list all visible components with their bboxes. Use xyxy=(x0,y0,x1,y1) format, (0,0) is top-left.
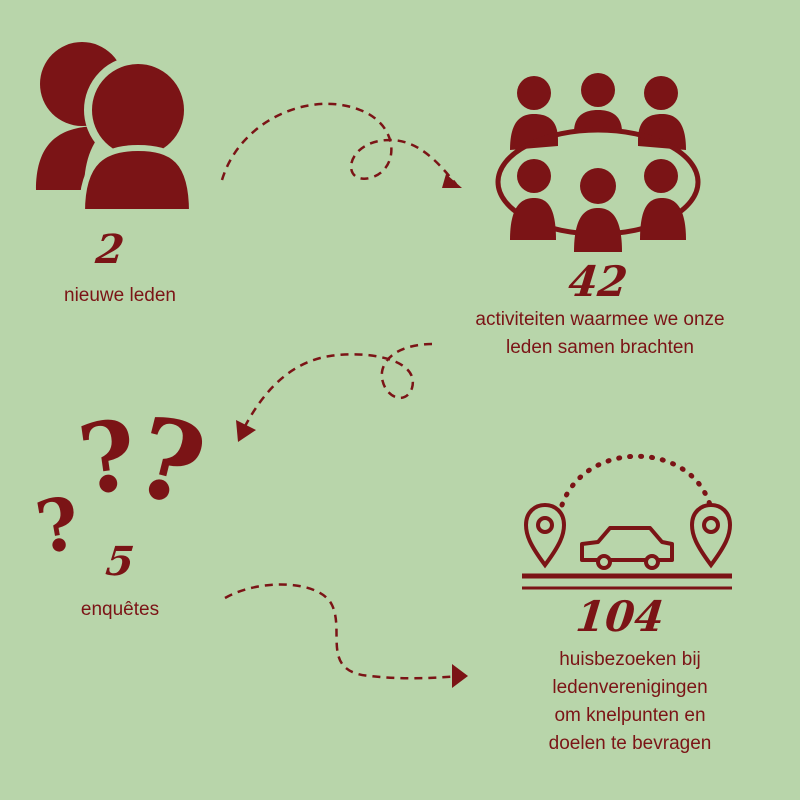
stat-surveys-number: 5 xyxy=(103,538,137,585)
svg-text:?: ? xyxy=(123,391,217,532)
stat-visits-number: 104 xyxy=(573,592,667,641)
arrow-2 xyxy=(240,342,433,433)
arrow-3 xyxy=(224,583,461,680)
people-icon xyxy=(36,42,196,215)
stat-visits-label-line: doelen te bevragen xyxy=(548,733,712,754)
stat-activities-label-line: leden samen brachten xyxy=(505,337,694,358)
stat-visits-label-line: ledenverenigingen xyxy=(552,677,708,698)
stat-activities-label-line: activiteiten waarmee we onze xyxy=(475,309,725,330)
stat-new-members-label: nieuwe leden xyxy=(64,285,176,306)
arrow-1-head xyxy=(442,174,462,188)
arrow-1 xyxy=(220,102,457,185)
car-route-icon xyxy=(522,453,733,590)
arrow-3-head xyxy=(452,664,468,688)
stat-new-members-number: 2 xyxy=(93,226,127,273)
arrow-2-head xyxy=(236,420,256,442)
svg-text:?: ? xyxy=(30,479,86,570)
stat-activities-label: activiteiten waarmee we onze leden samen… xyxy=(420,306,780,362)
stat-surveys-label: enquêtes xyxy=(80,599,160,620)
meeting-table-icon xyxy=(495,73,701,252)
stat-activities-number: 42 xyxy=(566,257,630,306)
stat-visits-label: huisbezoeken bij ledenverenigingen om kn… xyxy=(500,646,760,758)
stat-visits-label-line: om knelpunten en xyxy=(554,705,706,726)
stat-visits-label-line: huisbezoeken bij xyxy=(559,649,701,670)
